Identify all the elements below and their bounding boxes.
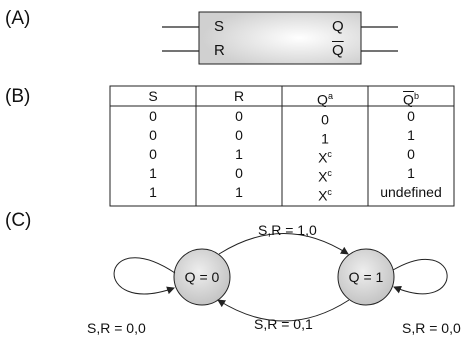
latch-label-r: R	[214, 42, 225, 59]
self-loop-q1	[392, 258, 448, 295]
cell-r: 0	[235, 165, 243, 181]
cell-r: 0	[235, 108, 243, 124]
truth-table-lines	[109, 85, 455, 207]
footnote-c: c	[327, 168, 332, 178]
footnote-b: b	[413, 91, 419, 101]
cell-qbar: 1	[407, 127, 415, 143]
panel-label-a: (A)	[5, 8, 31, 29]
cell-qbar: undefined	[380, 184, 442, 200]
self-loop-q0	[113, 257, 176, 295]
cell-q: Xc	[318, 168, 332, 185]
table-header-s: S	[148, 88, 158, 104]
cell-r: 1	[235, 146, 243, 162]
cell-s: 0	[149, 127, 157, 143]
latch-block	[162, 11, 398, 65]
state-q0-circle	[173, 248, 231, 306]
cell-s: 0	[149, 146, 157, 162]
latch-box	[198, 11, 362, 65]
cell-qbar: 0	[407, 108, 415, 124]
arrow-q0-to-q1	[218, 233, 349, 255]
cell-q: 1	[321, 130, 329, 147]
cell-s: 1	[149, 184, 157, 200]
cell-q: Xc	[318, 187, 332, 204]
table-header-r: R	[233, 88, 245, 104]
transition-label-top: S,R = 1,0	[258, 222, 317, 238]
footnote-c: c	[327, 149, 332, 159]
cell-qbar: 0	[407, 146, 415, 162]
cell-q: Xc	[318, 149, 332, 166]
self-loop-label-left: S,R = 0,0	[87, 320, 146, 336]
state-q0-label: Q = 0	[184, 269, 220, 285]
state-q1-circle	[337, 248, 395, 306]
footnote-c: c	[327, 187, 332, 197]
cell-qbar: 1	[407, 165, 415, 181]
latch-label-s: S	[214, 18, 225, 35]
cell-q: 0	[321, 111, 329, 128]
state-diagram	[113, 233, 448, 322]
state-q1-label: Q = 1	[348, 269, 384, 285]
table-header-qbar: Qb	[403, 91, 419, 108]
footnote-a: a	[327, 91, 333, 101]
panel-label-c: (C)	[5, 210, 32, 231]
table-header-q: Qa	[317, 91, 333, 108]
cell-r: 0	[235, 127, 243, 143]
cell-s: 1	[149, 165, 157, 181]
self-loop-label-right: S,R = 0,0	[402, 320, 461, 336]
cell-r: 1	[235, 184, 243, 200]
cell-s: 0	[149, 108, 157, 124]
latch-label-qbar: Q	[332, 42, 344, 59]
panel-label-b: (B)	[5, 86, 31, 107]
transition-label-bottom: S,R = 0,1	[254, 316, 313, 332]
arrow-q1-to-q0	[217, 299, 350, 322]
latch-label-q: Q	[332, 18, 344, 35]
